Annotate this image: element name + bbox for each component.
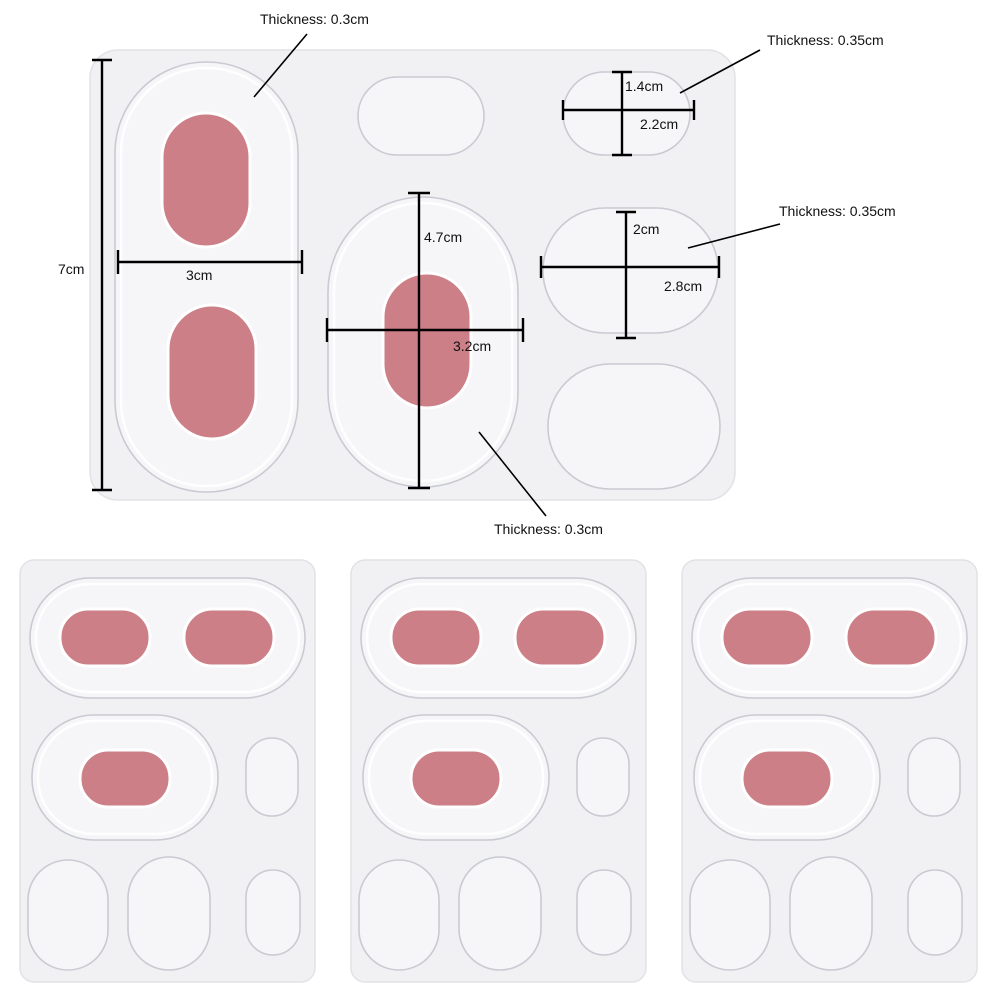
pink-pad-middle bbox=[409, 748, 503, 809]
width-label-3-2cm: 3.2cm bbox=[453, 338, 491, 354]
thickness-label-large-oval: Thickness: 0.3cm bbox=[260, 11, 369, 27]
pink-pad-lower bbox=[166, 303, 258, 441]
silicone-sheet-small bbox=[19, 559, 316, 983]
pink-pad-middle bbox=[740, 748, 834, 809]
center-oval-pad bbox=[327, 196, 519, 488]
dimension-lines bbox=[92, 33, 781, 517]
pink-pad-right bbox=[513, 607, 607, 668]
medium-oval-pad-bottom bbox=[547, 363, 721, 490]
height-label-1-4cm: 1.4cm bbox=[625, 78, 663, 94]
small-oval-pad-top bbox=[357, 76, 485, 156]
height-label-2cm: 2cm bbox=[633, 221, 659, 237]
pink-pad-right bbox=[844, 607, 938, 668]
thickness-label-small-oval: Thickness: 0.35cm bbox=[767, 32, 884, 48]
pink-pad-upper bbox=[160, 111, 252, 249]
medium-oval-pad-dimensioned bbox=[542, 207, 719, 334]
main-silicone-sheet: Thickness: 0.3cm Thickness: 0.35cm Thick… bbox=[58, 11, 896, 537]
pink-pad-center bbox=[381, 271, 473, 410]
height-label-7cm: 7cm bbox=[58, 261, 84, 277]
pink-pad-right bbox=[182, 607, 276, 668]
silicone-sheet-small bbox=[681, 559, 978, 983]
height-label-4-7cm: 4.7cm bbox=[424, 229, 462, 245]
silicone-sheet-small bbox=[350, 559, 647, 983]
width-label-2-8cm: 2.8cm bbox=[664, 278, 702, 294]
pink-pad-middle bbox=[78, 748, 172, 809]
width-label-2-2cm: 2.2cm bbox=[640, 116, 678, 132]
pink-pad-left bbox=[389, 607, 483, 668]
thickness-label-center-oval: Thickness: 0.3cm bbox=[494, 521, 603, 537]
pink-pad-left bbox=[58, 607, 152, 668]
large-tall-oval-pad bbox=[114, 61, 299, 493]
measurement-labels: Thickness: 0.3cm Thickness: 0.35cm Thick… bbox=[58, 11, 896, 537]
thickness-label-medium-oval: Thickness: 0.35cm bbox=[779, 203, 896, 219]
pink-pad-left bbox=[720, 607, 814, 668]
width-label-3cm: 3cm bbox=[186, 267, 212, 283]
